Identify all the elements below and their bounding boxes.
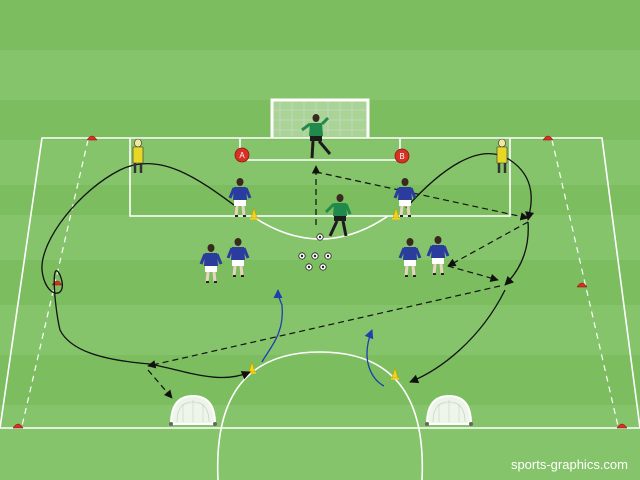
area-boundary xyxy=(0,137,640,429)
dribble-left xyxy=(261,289,283,363)
pass-right-to-mid xyxy=(447,221,529,267)
pass-to-wing xyxy=(447,265,499,283)
dribble-right xyxy=(364,329,385,387)
center-circle xyxy=(216,351,424,480)
pass-to-mini-goal xyxy=(147,369,173,399)
cross-pass xyxy=(147,285,501,369)
credit-text: sports-graphics.com xyxy=(510,457,628,472)
goalkeeper-top xyxy=(301,114,332,159)
penalty-box xyxy=(129,138,511,217)
marker-b-label: B xyxy=(399,152,404,161)
marker-b: B xyxy=(394,148,410,164)
right-run-path-lower xyxy=(409,289,506,384)
right-run-path-mid xyxy=(504,221,529,286)
right-dashed-lane xyxy=(551,139,619,427)
pass-lines xyxy=(147,165,529,399)
dribble-paths xyxy=(261,289,385,387)
marker-a: A xyxy=(234,147,250,163)
goalkeeper-mid xyxy=(324,194,352,237)
pass-to-right xyxy=(315,171,529,221)
marker-a-label: A xyxy=(239,151,245,160)
